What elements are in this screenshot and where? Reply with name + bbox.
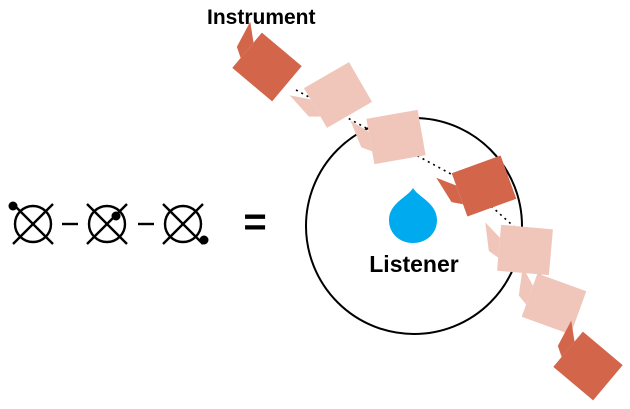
instrument-ghost-2 (350, 108, 426, 167)
listener-drop-icon (389, 188, 437, 243)
instrument-middle (436, 154, 517, 222)
instrument-end (541, 320, 624, 401)
dot-marker (8, 201, 18, 211)
dot-marker (111, 211, 121, 221)
crossed-circle-icon (162, 203, 204, 245)
crossed-circle-icon (12, 203, 54, 245)
instrument-start (220, 21, 303, 102)
equals-sign: = (243, 200, 266, 244)
instrument-ghost-4 (506, 267, 587, 335)
instrument-ghost-3 (481, 222, 553, 276)
listener-label: Listener (369, 251, 459, 277)
dot-marker (199, 235, 209, 245)
instrument-label: Instrument (207, 6, 316, 29)
crossed-circle-icon (86, 203, 128, 245)
